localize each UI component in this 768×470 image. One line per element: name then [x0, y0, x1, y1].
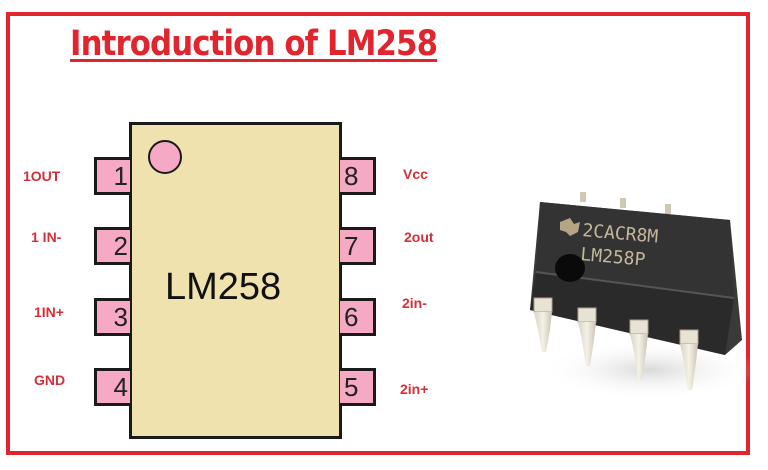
- pin-6: 6: [340, 298, 376, 336]
- pin-label-2in-plus: 2in+: [400, 381, 429, 397]
- chip-label: LM258: [165, 266, 282, 308]
- pin-3: 3: [94, 298, 130, 336]
- pin-label-1out: 1OUT: [23, 168, 61, 184]
- page-title: Introduction of LM258: [70, 24, 438, 64]
- pin-5: 5: [340, 368, 376, 406]
- chip-body: [129, 122, 342, 439]
- pin-8: 8: [340, 157, 376, 195]
- lm258p-chip-photo: 2CACR8M LM258P: [530, 192, 760, 400]
- pin-2: 2: [94, 227, 130, 265]
- pin-label-2out: 2out: [404, 229, 434, 245]
- pin-label-1in-minus: 1 IN-: [31, 229, 62, 245]
- pin-label-vcc: Vcc: [403, 166, 428, 182]
- ti-logo-icon: [560, 218, 580, 236]
- pin-7: 7: [340, 227, 376, 265]
- pin-label-gnd: GND: [34, 372, 66, 388]
- pin-1: 1: [94, 157, 130, 195]
- pin1-indicator-dot: [148, 140, 182, 174]
- red-border-frame: [6, 12, 750, 455]
- pin-label-2in-minus: 2in-: [402, 295, 427, 311]
- pin-label-1in-plus: 1IN+: [34, 304, 64, 320]
- pin-4: 4: [94, 368, 130, 406]
